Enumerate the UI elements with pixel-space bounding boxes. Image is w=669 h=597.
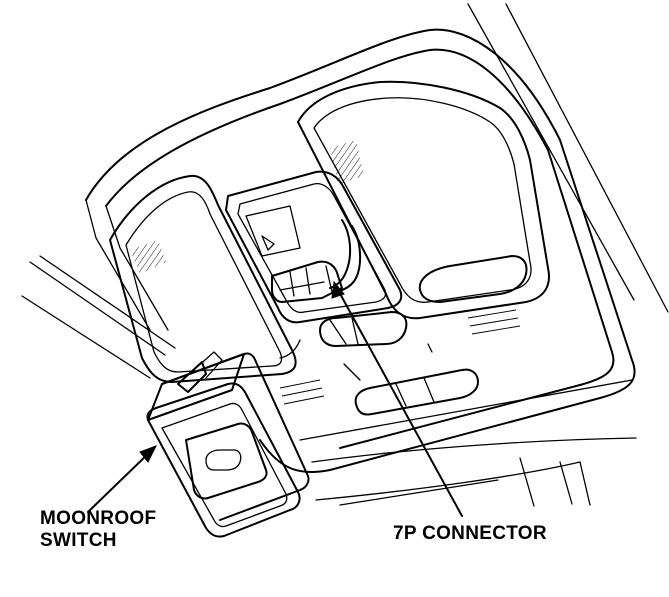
left-map-light: [109, 174, 297, 383]
console-outer-bezel: [85, 28, 636, 474]
moonroof-switch-label: MOONROOF SWITCH: [40, 508, 156, 552]
seven-pin-connector: [271, 219, 362, 303]
center-buttons: [319, 311, 408, 347]
moonroof-switch-label-line1: MOONROOF: [40, 508, 157, 529]
seven-pin-connector-label: 7P CONNECTOR: [393, 523, 547, 544]
moonroof-switch: [146, 351, 310, 538]
roof-lines: [21, 3, 669, 379]
switch-opening: [225, 170, 403, 324]
moonroof-switch-label-line2: SWITCH: [40, 530, 117, 551]
right-map-light: [297, 80, 550, 320]
leader-lines: [87, 280, 463, 517]
console-lower-edge: [299, 379, 637, 507]
lower-center-bar: [279, 309, 521, 416]
